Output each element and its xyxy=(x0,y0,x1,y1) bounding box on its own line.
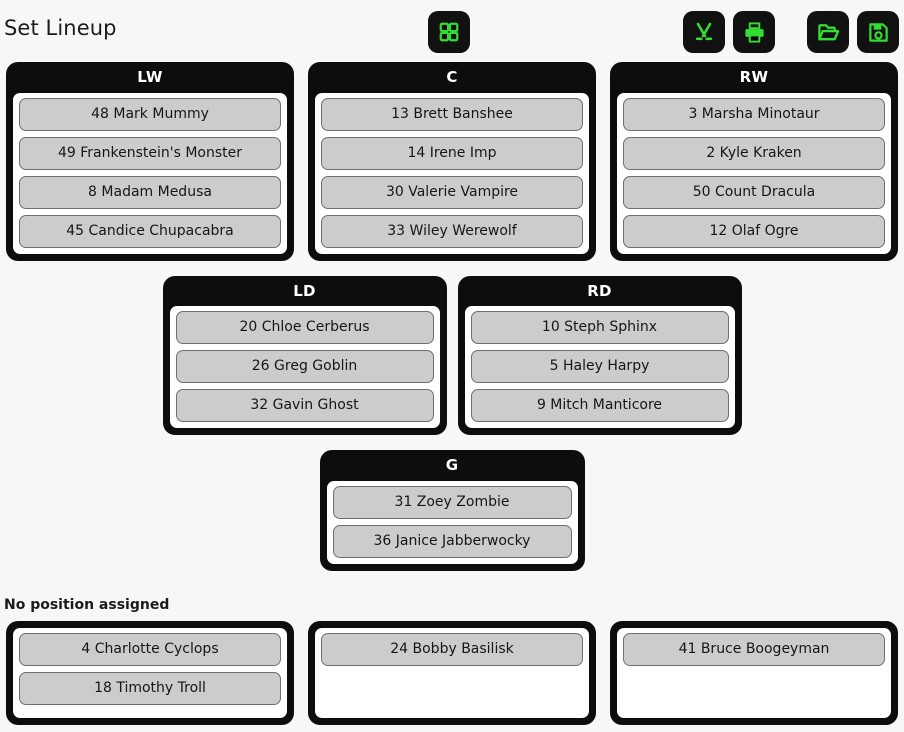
player-card[interactable]: 48 Mark Mummy xyxy=(19,97,281,131)
toolbar-divider xyxy=(783,11,799,53)
player-card[interactable]: 10 Steph Sphinx xyxy=(470,311,729,344)
position-title-lw: LW xyxy=(137,68,163,86)
lineup-button[interactable] xyxy=(683,11,725,53)
player-card[interactable]: 2 Kyle Kraken xyxy=(623,136,885,170)
player-card[interactable]: 33 Wiley Werewolf xyxy=(321,214,583,248)
open-button[interactable] xyxy=(807,11,849,53)
position-group-ld[interactable]: LD 20 Chloe Cerberus 26 Greg Goblin 32 G… xyxy=(162,275,447,435)
player-card[interactable]: 8 Madam Medusa xyxy=(19,175,281,209)
position-group-rd[interactable]: RD 10 Steph Sphinx 5 Haley Harpy 9 Mitch… xyxy=(457,275,742,435)
toolbar-center-group xyxy=(428,11,470,53)
player-card[interactable]: 36 Janice Jabberwocky xyxy=(332,524,572,558)
position-title-g: G xyxy=(445,456,459,474)
unassigned-row: 4 Charlotte Cyclops 18 Timothy Troll 24 … xyxy=(0,620,904,725)
unassigned-column-1[interactable]: 4 Charlotte Cyclops 18 Timothy Troll xyxy=(6,620,294,725)
slot-well-ld[interactable]: 20 Chloe Cerberus 26 Greg Goblin 32 Gavi… xyxy=(169,306,440,428)
unassigned-section-label: No position assigned xyxy=(4,596,170,613)
player-card[interactable]: 13 Brett Banshee xyxy=(321,97,583,131)
player-card[interactable]: 24 Bobby Basilisk xyxy=(321,632,583,666)
hockey-sticks-icon xyxy=(692,20,716,44)
printer-icon xyxy=(743,21,766,44)
slot-well-rd[interactable]: 10 Steph Sphinx 5 Haley Harpy 9 Mitch Ma… xyxy=(464,306,735,428)
player-card[interactable]: 32 Gavin Ghost xyxy=(175,389,434,422)
position-title-rw: RW xyxy=(739,68,769,86)
slot-well-rw[interactable]: 3 Marsha Minotaur 2 Kyle Kraken 50 Count… xyxy=(617,92,891,254)
player-card[interactable]: 9 Mitch Manticore xyxy=(470,389,729,422)
lineup-board: LW 48 Mark Mummy 49 Frankenstein's Monst… xyxy=(0,62,904,571)
slot-well-c[interactable]: 13 Brett Banshee 14 Irene Imp 30 Valerie… xyxy=(315,92,589,254)
unassigned-well-2[interactable]: 24 Bobby Basilisk xyxy=(315,627,589,718)
player-card[interactable]: 50 Count Dracula xyxy=(623,175,885,209)
grid-view-icon xyxy=(438,21,460,43)
player-card[interactable]: 26 Greg Goblin xyxy=(175,350,434,383)
unassigned-column-3[interactable]: 41 Bruce Boogeyman xyxy=(610,620,898,725)
grid-view-button[interactable] xyxy=(428,11,470,53)
position-group-c[interactable]: C 13 Brett Banshee 14 Irene Imp 30 Valer… xyxy=(308,62,596,261)
slot-well-lw[interactable]: 48 Mark Mummy 49 Frankenstein's Monster … xyxy=(13,92,287,254)
player-card[interactable]: 41 Bruce Boogeyman xyxy=(623,632,885,666)
lineup-row-goalie: G 31 Zoey Zombie 36 Janice Jabberwocky xyxy=(0,450,904,571)
player-card[interactable]: 3 Marsha Minotaur xyxy=(623,97,885,131)
unassigned-column-2[interactable]: 24 Bobby Basilisk xyxy=(308,620,596,725)
slot-well-g[interactable]: 31 Zoey Zombie 36 Janice Jabberwocky xyxy=(326,480,578,564)
position-group-rw[interactable]: RW 3 Marsha Minotaur 2 Kyle Kraken 50 Co… xyxy=(610,62,898,261)
position-group-g[interactable]: G 31 Zoey Zombie 36 Janice Jabberwocky xyxy=(319,450,585,571)
lineup-row-forwards: LW 48 Mark Mummy 49 Frankenstein's Monst… xyxy=(0,62,904,261)
player-card[interactable]: 49 Frankenstein's Monster xyxy=(19,136,281,170)
player-card[interactable]: 30 Valerie Vampire xyxy=(321,175,583,209)
player-card[interactable]: 12 Olaf Ogre xyxy=(623,214,885,248)
player-card[interactable]: 4 Charlotte Cyclops xyxy=(19,632,281,666)
save-button[interactable] xyxy=(857,11,899,53)
player-card[interactable]: 20 Chloe Cerberus xyxy=(175,311,434,344)
player-card[interactable]: 31 Zoey Zombie xyxy=(332,485,572,519)
folder-open-icon xyxy=(817,21,840,44)
unassigned-well-1[interactable]: 4 Charlotte Cyclops 18 Timothy Troll xyxy=(13,627,287,718)
player-card[interactable]: 5 Haley Harpy xyxy=(470,350,729,383)
position-title-ld: LD xyxy=(293,281,316,300)
player-card[interactable]: 18 Timothy Troll xyxy=(19,671,281,705)
lineup-row-defense: LD 20 Chloe Cerberus 26 Greg Goblin 32 G… xyxy=(0,275,904,435)
position-title-rd: RD xyxy=(587,281,612,300)
position-group-lw[interactable]: LW 48 Mark Mummy 49 Frankenstein's Monst… xyxy=(6,62,294,261)
toolbar: Set Lineup xyxy=(0,0,904,58)
page-title: Set Lineup xyxy=(4,16,117,40)
unassigned-well-3[interactable]: 41 Bruce Boogeyman xyxy=(617,627,891,718)
player-card[interactable]: 14 Irene Imp xyxy=(321,136,583,170)
player-card[interactable]: 45 Candice Chupacabra xyxy=(19,214,281,248)
toolbar-right-group xyxy=(683,11,899,53)
print-button[interactable] xyxy=(733,11,775,53)
save-disk-icon xyxy=(867,21,890,44)
position-title-c: C xyxy=(446,68,458,86)
